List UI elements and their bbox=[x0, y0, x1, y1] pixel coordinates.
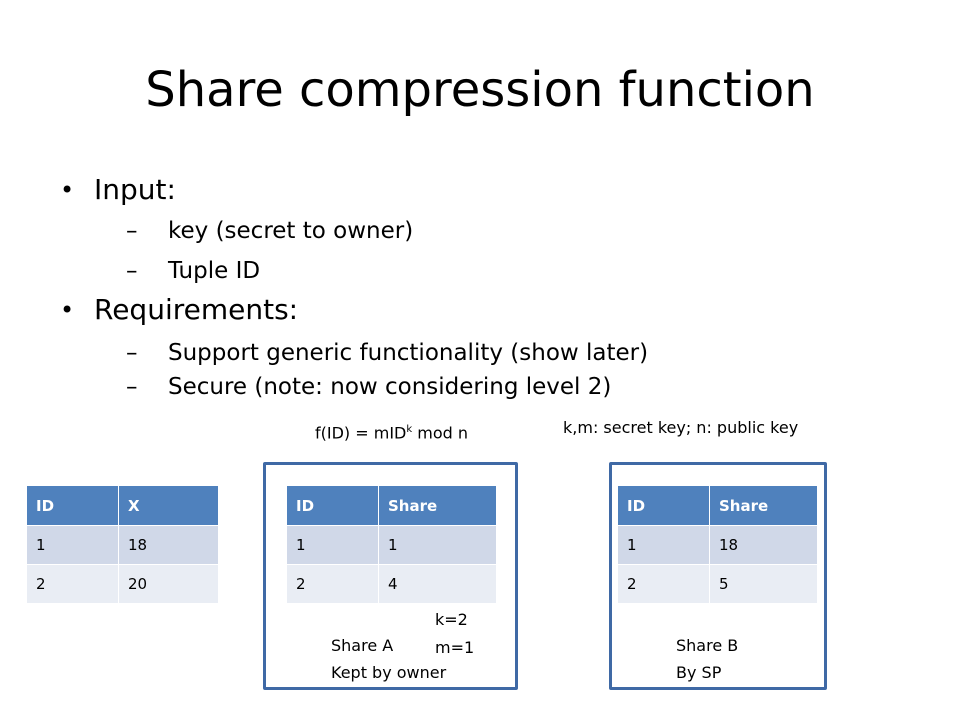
formula-suffix: mod n bbox=[412, 423, 468, 443]
table-x: ID X 1 18 2 20 bbox=[27, 486, 218, 604]
slide-title: Share compression function bbox=[145, 62, 815, 118]
header-id: ID bbox=[287, 486, 379, 526]
key-note: k,m: secret key; n: public key bbox=[563, 418, 799, 437]
header-x: X bbox=[118, 486, 218, 526]
cell-id: 2 bbox=[287, 564, 379, 604]
cell-share: 1 bbox=[378, 525, 496, 565]
cell-x: 18 bbox=[118, 525, 218, 565]
sub-bullet-generic-text: Support generic functionality (show late… bbox=[168, 340, 649, 366]
table-row: 1 18 bbox=[27, 525, 218, 565]
formula-prefix: f(ID) = mID bbox=[315, 423, 407, 443]
param-m: m=1 bbox=[435, 638, 475, 657]
table-row: 2 4 bbox=[287, 564, 496, 604]
table-header-row: ID Share bbox=[618, 486, 817, 526]
table-row: 1 1 bbox=[287, 525, 496, 565]
cell-share: 5 bbox=[709, 564, 817, 604]
share-a-caption-line1: Share A bbox=[331, 636, 394, 655]
share-b-caption-line2: By SP bbox=[676, 663, 722, 682]
cell-share: 4 bbox=[378, 564, 496, 604]
formula-exponent: k bbox=[406, 424, 413, 435]
table-row: 2 20 bbox=[27, 564, 218, 604]
bullet-requirements-label: Requirements: bbox=[94, 293, 299, 326]
cell-share: 18 bbox=[709, 525, 817, 565]
table-header-row: ID Share bbox=[287, 486, 496, 526]
sub-bullet-tuple-text: Tuple ID bbox=[168, 258, 261, 284]
table-share-a: ID Share 1 1 2 4 bbox=[287, 486, 496, 604]
bullet-dot: • bbox=[60, 296, 75, 324]
dash-glyph: – bbox=[126, 340, 138, 366]
sub-bullet-secure-text: Secure (note: now considering level 2) bbox=[168, 374, 612, 400]
bullet-input-label: Input: bbox=[94, 173, 176, 206]
param-k: k=2 bbox=[435, 610, 468, 629]
share-b-frame bbox=[609, 462, 827, 690]
cell-id: 2 bbox=[618, 564, 710, 604]
dash-glyph: – bbox=[126, 374, 138, 400]
cell-x: 20 bbox=[118, 564, 218, 604]
cell-id: 1 bbox=[27, 525, 119, 565]
header-share: Share bbox=[378, 486, 496, 526]
cell-id: 1 bbox=[287, 525, 379, 565]
share-a-caption-line2: Kept by owner bbox=[331, 663, 447, 682]
cell-id: 2 bbox=[27, 564, 119, 604]
header-id: ID bbox=[618, 486, 710, 526]
sub-bullet-key-text: key (secret to owner) bbox=[168, 218, 414, 244]
table-row: 1 18 bbox=[618, 525, 817, 565]
dash-glyph: – bbox=[126, 218, 138, 244]
share-a-frame bbox=[263, 462, 518, 690]
dash-glyph: – bbox=[126, 258, 138, 284]
table-row: 2 5 bbox=[618, 564, 817, 604]
cell-id: 1 bbox=[618, 525, 710, 565]
table-header-row: ID X bbox=[27, 486, 218, 526]
header-share: Share bbox=[709, 486, 817, 526]
table-share-b: ID Share 1 18 2 5 bbox=[618, 486, 817, 604]
share-b-caption-line1: Share B bbox=[676, 636, 739, 655]
bullet-dot: • bbox=[60, 176, 75, 204]
formula: f(ID) = mIDk mod n bbox=[315, 420, 468, 443]
header-id: ID bbox=[27, 486, 119, 526]
